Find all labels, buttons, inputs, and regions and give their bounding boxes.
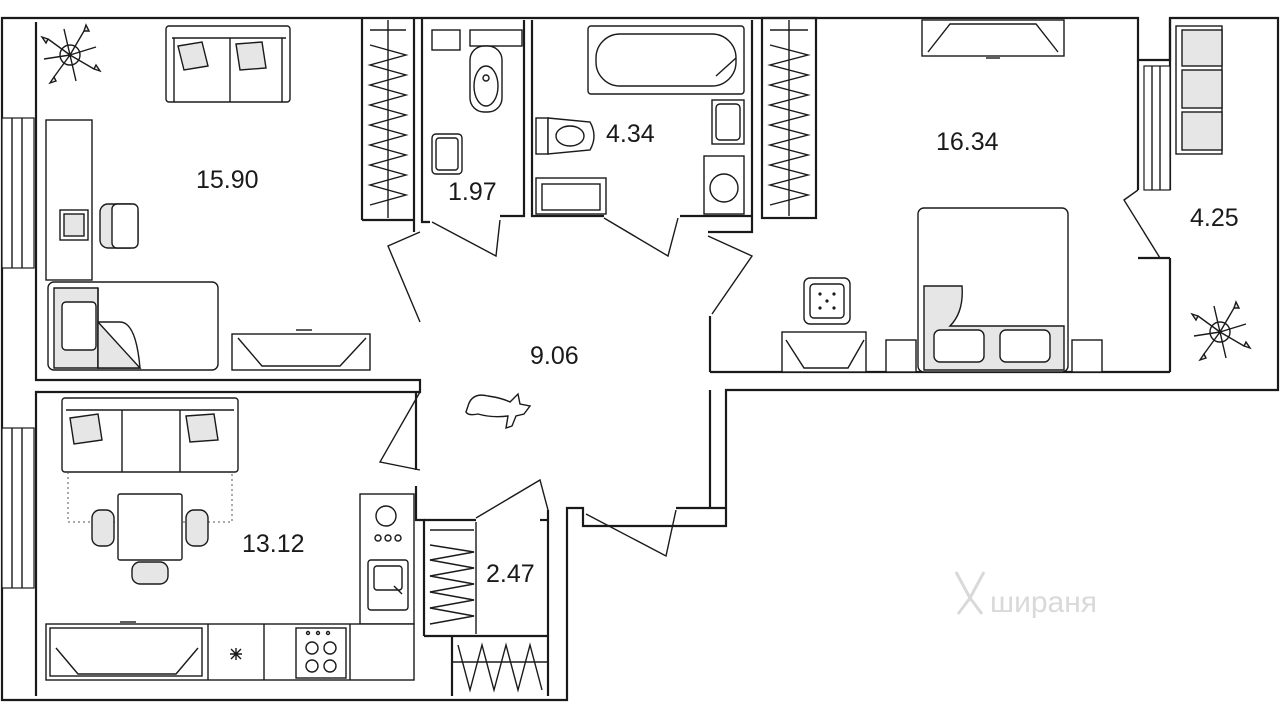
area-label-hallway: 9.06 — [530, 342, 579, 370]
watermark-logo-icon — [954, 571, 986, 615]
kettle-icon — [374, 505, 402, 542]
plant-icon — [1190, 300, 1252, 362]
desk-icon — [45, 119, 139, 281]
dining-table-icon — [91, 493, 209, 585]
sofa-icon — [165, 25, 291, 103]
nightstand-left — [885, 339, 917, 373]
double-bed-icon — [917, 207, 1069, 373]
balcony-furniture — [1143, 25, 1252, 362]
left-windows — [1, 117, 35, 589]
sofa-3seat-icon — [61, 397, 239, 473]
area-label-bedroom-left: 15.90 — [196, 166, 259, 194]
nightstand-right — [1071, 339, 1103, 373]
right-bedroom-furniture — [781, 19, 1103, 373]
tv-stand-icon — [921, 19, 1065, 59]
snowflake-icon — [230, 648, 242, 660]
interior-walls — [360, 16, 1172, 696]
wc-fixtures — [431, 29, 523, 175]
watermark-text: шираня — [990, 586, 1097, 619]
outer-walls — [0, 16, 1280, 702]
sink-icon — [367, 559, 409, 611]
plant-icon — [40, 23, 102, 85]
area-label-balcony: 4.25 — [1190, 204, 1239, 232]
doors — [378, 189, 1161, 558]
bathroom-fixtures — [535, 25, 745, 215]
area-label-bathroom: 4.34 — [606, 120, 655, 148]
left-bedroom-furniture — [40, 23, 371, 371]
stove-icon — [295, 627, 347, 679]
area-label-wc: 1.97 — [448, 178, 497, 206]
area-label-bedroom-right: 16.34 — [936, 128, 999, 156]
bed-icon — [47, 281, 219, 371]
dresser-right-icon — [781, 277, 867, 373]
kitchen-living-furniture — [45, 397, 415, 681]
area-label-kitchen-living: 13.12 — [242, 530, 305, 558]
wardrobe-hatches — [367, 20, 811, 693]
area-label-storage: 2.47 — [486, 560, 535, 588]
watermark: шираня — [954, 571, 1097, 619]
counter-horizontal — [45, 623, 415, 681]
fridge-icon — [49, 621, 203, 677]
pet-icon — [465, 392, 532, 430]
dresser-icon — [231, 329, 371, 371]
